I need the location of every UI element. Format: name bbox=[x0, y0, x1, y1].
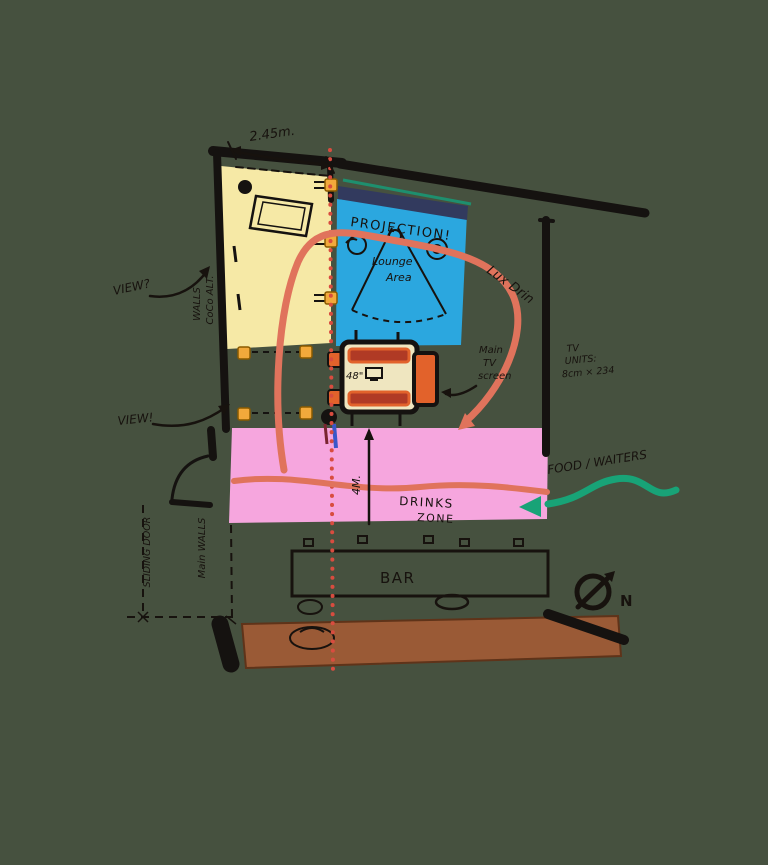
bar-glass bbox=[423, 535, 434, 544]
food-waiters-label: FOOD / WAITERS bbox=[546, 447, 648, 477]
end-tick bbox=[225, 615, 237, 625]
wall-top-right bbox=[335, 159, 650, 218]
dimension-width-label: 2.45m. bbox=[248, 124, 295, 145]
tv-table-band-bottom bbox=[347, 390, 411, 407]
bar-label: BAR bbox=[380, 569, 415, 587]
flow-horizontal bbox=[231, 475, 550, 495]
wall-right-tick bbox=[538, 218, 555, 223]
wall-bottom-left bbox=[211, 615, 240, 673]
bar-glass bbox=[459, 538, 470, 547]
column-dot bbox=[238, 180, 252, 194]
wall-marker bbox=[299, 345, 313, 359]
person-squiggle-left bbox=[345, 238, 358, 244]
table-sketch-inner bbox=[257, 201, 306, 231]
wall-left bbox=[213, 149, 230, 433]
door-wall-stub bbox=[207, 426, 217, 461]
food-arrow bbox=[519, 474, 680, 517]
north-label: N bbox=[620, 592, 633, 610]
wall-dash-2 bbox=[236, 293, 242, 311]
dim-width-tick-left bbox=[227, 141, 237, 160]
marker-squares bbox=[237, 178, 338, 421]
tick-darkred bbox=[323, 423, 329, 445]
wall-note-upper-1: CoCo ALT. bbox=[205, 275, 216, 324]
construction-lines bbox=[127, 505, 237, 625]
sliding-door-label: SLIDING DOOR bbox=[142, 517, 153, 588]
brown-bottom-band bbox=[240, 614, 623, 670]
tv-table-band-top bbox=[347, 347, 411, 364]
view-top-label: VIEW? bbox=[112, 276, 152, 298]
dim-depth-head bbox=[364, 428, 374, 440]
tv-units-label-3: 8cm × 234 bbox=[562, 365, 615, 381]
tv-units-label-2: UNITS: bbox=[564, 353, 597, 367]
side-unit-right bbox=[412, 351, 439, 407]
dimension-depth-label: 4M. bbox=[350, 475, 363, 495]
table-sketch bbox=[248, 194, 314, 238]
tv-units-label-1: TV bbox=[566, 343, 581, 355]
flow-arrows bbox=[231, 229, 550, 495]
wall-dash-1 bbox=[232, 245, 238, 263]
flow-loop-arrowhead bbox=[458, 413, 475, 430]
lounge-label-2: Area bbox=[385, 271, 412, 284]
tick-blue bbox=[332, 423, 338, 449]
view-bottom-label: VIEW! bbox=[117, 410, 154, 428]
north-circle bbox=[574, 573, 612, 611]
dim-width-line bbox=[231, 149, 331, 167]
view-bottom-arrowhead bbox=[218, 404, 230, 415]
yellow-room bbox=[221, 166, 331, 349]
tv-furniture-group bbox=[321, 330, 439, 449]
dim-width-head-left bbox=[230, 146, 241, 156]
dim-width-dashed bbox=[235, 166, 331, 177]
stool-ellipse bbox=[434, 593, 470, 611]
main-tv-arrowhead bbox=[441, 388, 451, 398]
flow-loop bbox=[274, 229, 522, 474]
car-sketch-top bbox=[299, 627, 325, 633]
view-top-arrowhead bbox=[199, 266, 210, 279]
food-arrow-path bbox=[544, 474, 680, 508]
pink-drinks-zone bbox=[229, 428, 548, 523]
projection-cone-arc bbox=[351, 309, 447, 324]
wall-marker bbox=[237, 346, 251, 360]
bar-glass bbox=[303, 538, 314, 547]
north-line bbox=[575, 573, 613, 610]
stool-ellipse-left bbox=[297, 599, 323, 615]
wall-marker bbox=[299, 406, 313, 420]
view-bottom-arrow bbox=[151, 405, 228, 428]
bar-area bbox=[289, 535, 550, 650]
bar-glass bbox=[357, 535, 368, 544]
wall-bottom-right bbox=[543, 609, 629, 645]
door-swing-arc bbox=[170, 454, 210, 501]
dim-width-tick-right bbox=[325, 156, 335, 174]
left-boundary-dashed bbox=[230, 524, 233, 617]
wall-note-lower: Main WALLS bbox=[197, 517, 208, 578]
door-leaf bbox=[169, 499, 213, 508]
ink-arrows bbox=[148, 141, 615, 611]
screen-accent-line bbox=[342, 178, 472, 206]
cross-mark bbox=[137, 611, 149, 623]
projection-screen-strip bbox=[338, 186, 468, 220]
walls-layer bbox=[169, 146, 650, 673]
bar-counter bbox=[290, 549, 550, 598]
corner-blob bbox=[321, 409, 337, 425]
dim-width-head-right bbox=[321, 160, 332, 170]
flow-label: Lux Drin bbox=[484, 263, 537, 307]
center-dotted-line bbox=[328, 148, 335, 677]
tv-size-label: 48" bbox=[346, 371, 363, 382]
bar-glass bbox=[513, 538, 524, 547]
lounge-label-1: Lounge bbox=[372, 255, 413, 268]
drinks-label-2: ZONE bbox=[417, 511, 455, 526]
north-arrowhead bbox=[604, 571, 615, 582]
drinks-label-1: DRINKS bbox=[399, 494, 454, 511]
main-tv-label-1: Main bbox=[479, 345, 503, 356]
wall-marker bbox=[237, 407, 251, 421]
wall-top-left bbox=[208, 146, 347, 168]
main-tv-label-3: screen bbox=[478, 371, 511, 382]
food-arrowhead bbox=[519, 496, 541, 517]
yellow-room-details bbox=[232, 180, 314, 311]
tv-icon bbox=[365, 367, 383, 379]
wall-note-upper-2: WALLS bbox=[192, 286, 203, 320]
bar-glasses bbox=[303, 535, 524, 547]
main-tv-label-2: TV bbox=[483, 358, 497, 369]
